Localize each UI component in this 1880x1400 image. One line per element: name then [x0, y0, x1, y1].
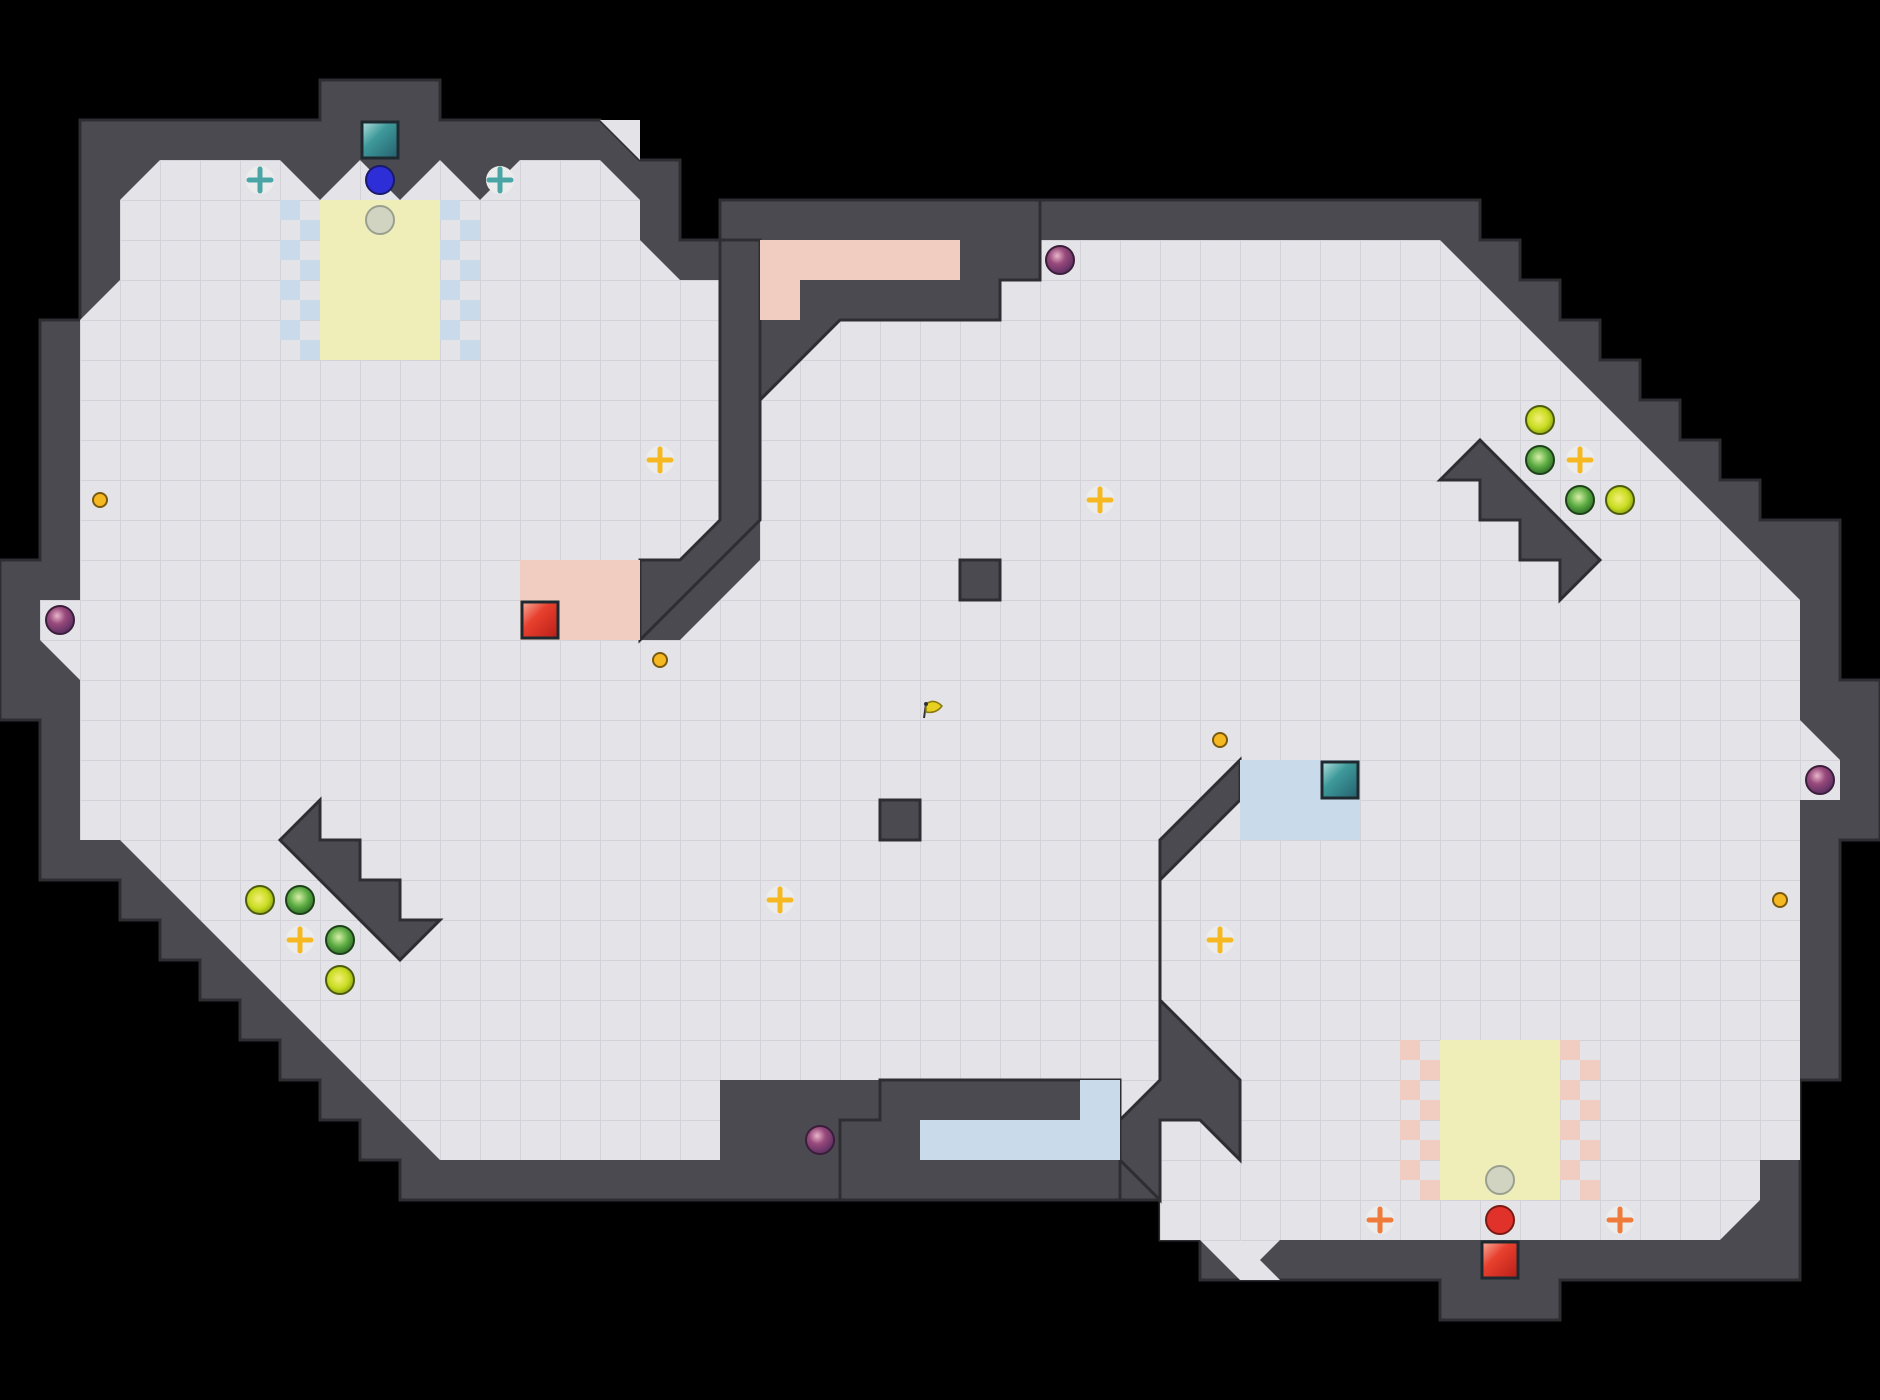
orange-cross-icon	[1606, 1206, 1634, 1234]
powerup-icon	[45, 605, 75, 635]
red-portal	[520, 600, 560, 640]
powerup-icon	[805, 1125, 835, 1155]
blue-boosts[interactable]	[246, 166, 514, 194]
red-boosts[interactable]	[1366, 1206, 1634, 1234]
blue-portal	[360, 120, 400, 160]
neutral-flag-icon[interactable]	[923, 700, 943, 719]
powerup-icon	[1805, 765, 1835, 795]
blue-flag[interactable]	[365, 165, 395, 195]
powerup-icon	[1045, 245, 1075, 275]
bomb-icon	[1525, 445, 1555, 475]
button-icon	[1212, 732, 1228, 748]
spike-icon	[1605, 485, 1635, 515]
bomb-icon	[325, 925, 355, 955]
button-icon	[92, 492, 108, 508]
yellow-cross-icon	[1086, 486, 1114, 514]
yellow-cross-icon	[766, 886, 794, 914]
bomb-icon	[1565, 485, 1595, 515]
button-icon	[1772, 892, 1788, 908]
speed-tile	[1240, 1240, 1280, 1280]
yellow-cross-icon	[286, 926, 314, 954]
red-portal	[1480, 1240, 1520, 1280]
spike-icon	[1525, 405, 1555, 435]
red-flag[interactable]	[1485, 1205, 1515, 1235]
yellow-cross-icon	[646, 446, 674, 474]
spike-icon	[245, 885, 275, 915]
red-flag-stand	[1485, 1165, 1515, 1195]
neutral-boosts[interactable]	[286, 446, 1594, 954]
teal-cross-icon	[246, 166, 274, 194]
yellow-cross-icon	[1566, 446, 1594, 474]
blue-flag-stand	[365, 205, 395, 235]
button-icon	[652, 652, 668, 668]
bomb-icon	[285, 885, 315, 915]
teal-cross-icon	[486, 166, 514, 194]
yellow-cross-icon	[1206, 926, 1234, 954]
spike-icon	[325, 965, 355, 995]
red-base-zones	[520, 240, 960, 640]
orange-cross-icon	[1366, 1206, 1394, 1234]
blue-portal	[1320, 760, 1360, 800]
red-endzone	[1400, 1040, 1600, 1200]
speed-tile	[600, 120, 640, 160]
